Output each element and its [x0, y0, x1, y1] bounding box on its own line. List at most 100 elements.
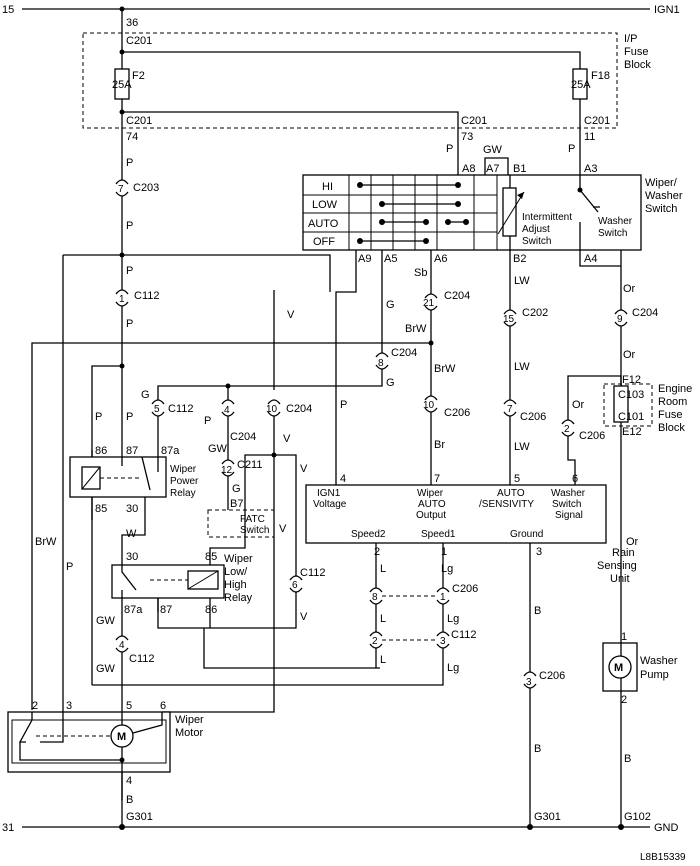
wiper-motor-title-1: Wiper: [175, 714, 204, 726]
engine-fuse-block-outline: [603, 383, 653, 427]
intermittent-label-2: Adjust: [522, 224, 550, 235]
pump-m-glyph: M: [614, 662, 623, 674]
wire-color-label: L: [380, 613, 386, 625]
pin-a7: A7: [486, 163, 499, 175]
c201-left-pin: 74: [126, 131, 138, 143]
c201-right-pin: 11: [584, 131, 595, 143]
rain-ground: Ground: [510, 529, 543, 540]
speed-relay-pin-86: 86: [205, 604, 217, 616]
connector-pin-label: 8: [378, 358, 384, 369]
rain-input-wash-2: Switch: [552, 499, 581, 510]
connector-pin-label: 4: [224, 405, 230, 416]
fuse-f2-name: F2: [132, 70, 145, 82]
pin-a4: A4: [584, 253, 597, 265]
wire-color-label: W: [126, 528, 137, 540]
connector-pin-label: 8: [372, 592, 378, 603]
wire-color-label: P: [204, 415, 211, 427]
rain-input-auto-3: Output: [416, 510, 446, 521]
pin-a9: A9: [358, 253, 371, 265]
connector-name-label: C204: [230, 431, 256, 443]
c211-12: 12 C211: [221, 459, 262, 477]
connector-name-label: C206: [539, 670, 565, 682]
engine-fuse-title-4: Block: [658, 422, 685, 434]
rain-unit-title-2: Sensing: [597, 560, 637, 572]
c112-2: 2: [369, 631, 383, 649]
motor-m-glyph: M: [117, 731, 126, 743]
fuse-f2-rating: 25A: [112, 79, 132, 91]
wire-color-label: Lg: [441, 563, 453, 575]
connector-name-label: C112: [168, 403, 193, 415]
wire-color-label: V: [300, 463, 308, 475]
speed-relay-title-3: High: [224, 579, 247, 591]
wire-color-label: Lg: [447, 662, 459, 674]
wire-color-label: GW: [96, 615, 116, 627]
wire-color-label: P: [126, 157, 133, 169]
wiper-motor-box: [7, 711, 171, 773]
wire-color-label: Or: [572, 399, 585, 411]
pump-pin-2: 2: [621, 694, 627, 706]
rain-input-sens-2: /SENSIVITY: [479, 499, 534, 510]
fuse-f18-rating: 25A: [571, 79, 591, 91]
connector-name-label: C112: [134, 290, 159, 302]
rain-unit-title-1: Rain: [612, 547, 635, 559]
wiper-switch-title-3: Switch: [645, 203, 677, 215]
mode-low: LOW: [312, 199, 338, 211]
rail-ign1-label: IGN1: [654, 4, 680, 16]
rain-input-ign1-1: IGN1: [317, 488, 341, 499]
connector-name-label: C206: [444, 407, 470, 419]
pin-a3: A3: [584, 163, 597, 175]
power-relay-title-2: Power: [170, 476, 199, 487]
c201-pin-36: 36: [126, 17, 138, 29]
connector-name-label: C206: [452, 583, 478, 595]
wire-color-label: P: [126, 220, 133, 232]
power-relay-pin-85: 85: [95, 503, 107, 515]
wire-color-label: P: [446, 143, 453, 155]
wire-color-label: P: [568, 143, 575, 155]
connector-name-label: C112: [451, 629, 476, 641]
wire-color-label: Lg: [447, 613, 459, 625]
wire-color-label: GW: [96, 663, 116, 675]
ip-fuse-block-title-3: Block: [624, 59, 651, 71]
c206-10: 10 C206: [423, 395, 470, 419]
wire-color-label: BrW: [35, 536, 57, 548]
rain-pin-2: 2: [374, 546, 380, 558]
connector-pin-label: 3: [526, 677, 532, 688]
power-relay-title-3: Relay: [170, 488, 196, 499]
wire-color-label: V: [283, 433, 291, 445]
connector-pin-label: 3: [440, 636, 446, 647]
connector-pin-label: 7: [507, 404, 513, 415]
rain-pin-5: 5: [514, 473, 520, 485]
wire-color-label: LW: [514, 275, 530, 287]
wire-color-label: LW: [514, 361, 530, 373]
wire-color-label: G: [386, 299, 395, 311]
connector-name-label: C202: [522, 307, 548, 319]
c203-label: C203: [133, 182, 159, 194]
ip-fuse-block-outline: [82, 32, 618, 129]
rain-input-wash-3: Signal: [555, 510, 583, 521]
wire-color-label: P: [126, 411, 133, 423]
connector-name-label: C204: [286, 403, 312, 415]
mode-off: OFF: [313, 236, 335, 248]
connector-name-label: C112: [129, 653, 154, 665]
connector-pin-label: 5: [154, 404, 160, 415]
c203-pin: 7: [118, 184, 124, 195]
washer-pump-title-2: Pump: [640, 669, 669, 681]
rain-input-auto-1: Wiper: [417, 488, 444, 499]
pin-b1: B1: [513, 163, 526, 175]
rain-speed1: Speed1: [421, 529, 456, 540]
wire-color-label: V: [279, 523, 287, 535]
mode-hi: HI: [322, 181, 333, 193]
motor-pin-4: 4: [126, 775, 132, 787]
connector-pin-label: 2: [372, 636, 378, 647]
motor-pin-2: 2: [32, 700, 38, 712]
wire-color-label: P: [126, 318, 133, 330]
wire-color-label: B: [126, 794, 133, 806]
fuse-f18-name: F18: [591, 70, 610, 82]
c201-left-label: C201: [126, 115, 152, 127]
fatc-pin: B7: [230, 498, 243, 510]
power-relay-pin-86: 86: [95, 445, 107, 457]
engine-fuse-conn-top: C103: [618, 389, 644, 401]
fatc-label-2: Switch: [240, 525, 269, 536]
ground-g102: G102: [624, 811, 651, 823]
